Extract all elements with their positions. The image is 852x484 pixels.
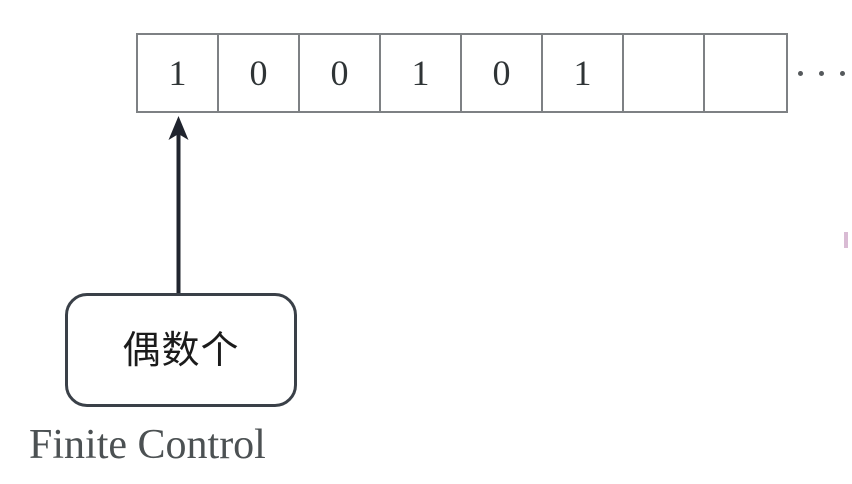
- tape-ellipsis: [798, 60, 852, 86]
- tape-cell[interactable]: 0: [219, 35, 300, 111]
- ellipsis-dot: [840, 70, 845, 76]
- tape-cell-symbol: 0: [249, 53, 268, 93]
- arrow-up-icon: [168, 116, 189, 296]
- tape-cell[interactable]: 1: [138, 35, 219, 111]
- tape-cell[interactable]: 1: [381, 35, 462, 111]
- tape-cell[interactable]: 0: [462, 35, 543, 111]
- finite-control-state-box[interactable]: 偶数个: [65, 293, 297, 407]
- tape-cell-blank[interactable]: [705, 35, 786, 111]
- stray-ink-mark: [844, 232, 848, 248]
- tape-cell-blank[interactable]: [624, 35, 705, 111]
- ellipsis-dot: [819, 70, 824, 76]
- tape-cell[interactable]: 1: [543, 35, 624, 111]
- tape-cell-symbol: 1: [411, 53, 430, 93]
- tape-cell-symbol: 1: [573, 53, 592, 93]
- tape-cell-symbol: 0: [330, 53, 349, 93]
- tape-cell[interactable]: 0: [300, 35, 381, 111]
- ellipsis-dot: [798, 70, 803, 76]
- finite-control-caption: Finite Control: [29, 422, 266, 468]
- input-tape: 1 0 0 1 0 1: [136, 33, 788, 113]
- tape-cell-symbol: 0: [492, 53, 511, 93]
- finite-control-state-label: 偶数个: [122, 328, 240, 372]
- tape-cell-symbol: 1: [168, 53, 187, 93]
